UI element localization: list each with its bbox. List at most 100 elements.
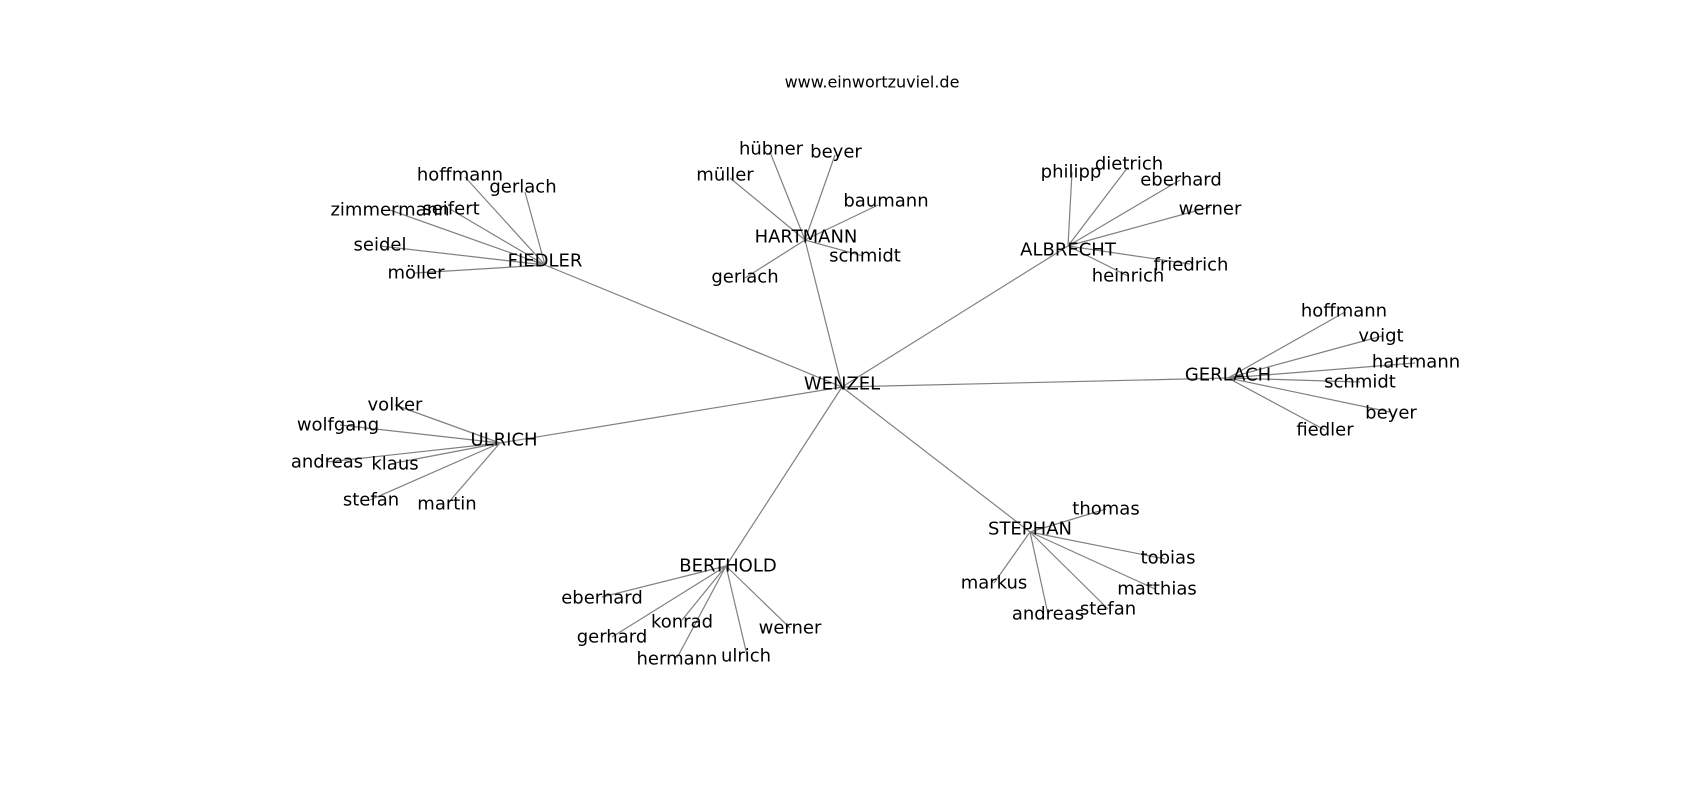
edge-center-gerlach [841, 377, 1229, 388]
edge-stephan-0 [1029, 508, 1107, 533]
edge-ulrich-0 [394, 404, 501, 444]
leaf-node-label-stephan-3: stefan [1080, 599, 1136, 620]
site-title: www.einwortzuviel.de [785, 73, 960, 92]
edge-berthold-2 [681, 565, 727, 621]
leaf-node-label-fiedler-3: seifert [422, 199, 479, 220]
edge-berthold-5 [725, 565, 748, 656]
leaf-node-label-stephan-2: matthias [1117, 579, 1197, 600]
leaf-node-label-fiedler-4: seidel [354, 235, 407, 256]
edge-albrecht-2 [1067, 179, 1181, 247]
leaf-node-label-fiedler-2: zimmermann [330, 200, 449, 221]
hub-node-label-stephan: STEPHAN [988, 519, 1072, 540]
edge-stephan-4 [1029, 531, 1049, 615]
hub-node-label-fiedler: FIEDLER [508, 251, 583, 272]
hub-node-label-berthold: BERTHOLD [679, 556, 777, 577]
edge-stephan-5 [993, 531, 1031, 584]
leaf-node-label-gerlach-1: voigt [1358, 326, 1403, 347]
leaf-node-label-ulrich-2: andreas [291, 452, 363, 473]
edge-fiedler-2 [389, 209, 546, 266]
edge-fiedler-1 [524, 191, 546, 266]
leaf-node-label-albrecht-0: philipp [1041, 162, 1102, 183]
edge-stephan-3 [1029, 531, 1109, 610]
leaf-node-label-ulrich-1: wolfgang [297, 415, 379, 436]
edge-gerlach-1 [1227, 335, 1383, 379]
leaf-node-label-hartmann-2: müller [696, 165, 754, 186]
leaf-node-label-berthold-3: werner [759, 618, 822, 639]
edge-albrecht-3 [1067, 206, 1211, 247]
edge-hartmann-1 [804, 154, 836, 241]
edge-ulrich-2 [326, 442, 501, 463]
hub-node-label-albrecht: ALBRECHT [1020, 240, 1117, 261]
leaf-node-label-hartmann-5: gerlach [711, 267, 778, 288]
edge-gerlach-2 [1227, 362, 1416, 379]
edge-hartmann-2 [729, 177, 806, 241]
leaf-node-label-gerlach-2: hartmann [1372, 352, 1460, 373]
leaf-node-label-gerlach-3: schmidt [1324, 372, 1396, 393]
edge-hartmann-4 [804, 239, 864, 257]
leaf-node-label-albrecht-4: friedrich [1154, 255, 1229, 276]
leaf-node-label-gerlach-4: beyer [1365, 403, 1417, 424]
edge-gerlach-5 [1227, 377, 1326, 431]
leaf-node-label-berthold-0: eberhard [561, 588, 643, 609]
edge-center-berthold [725, 386, 843, 567]
leaf-node-label-berthold-1: gerhard [577, 627, 648, 648]
leaf-node-label-hartmann-0: hübner [739, 139, 804, 160]
edge-fiedler-5 [414, 264, 546, 274]
edge-ulrich-1 [339, 424, 501, 444]
leaf-node-label-albrecht-3: werner [1179, 199, 1242, 220]
edge-fiedler-3 [449, 208, 546, 266]
leaf-node-label-gerlach-5: fiedler [1296, 420, 1354, 441]
edge-center-hartmann [804, 239, 843, 388]
leaf-node-label-berthold-5: ulrich [721, 646, 771, 667]
leaf-node-label-hartmann-1: beyer [810, 142, 862, 163]
leaf-node-label-fiedler-0: hoffmann [417, 165, 503, 186]
graph-nodes: WENZELFIEDLERhoffmanngerlachzimmermannse… [291, 139, 1460, 670]
leaf-node-label-hartmann-3: baumann [843, 191, 928, 212]
leaf-node-label-stephan-4: andreas [1012, 604, 1084, 625]
edge-center-fiedler [544, 264, 843, 388]
leaf-node-label-berthold-4: hermann [637, 649, 718, 670]
edge-albrecht-0 [1067, 171, 1073, 247]
edge-ulrich-4 [369, 442, 501, 501]
leaf-node-label-ulrich-0: volker [368, 395, 424, 416]
leaf-node-label-albrecht-2: eberhard [1140, 170, 1222, 191]
edge-berthold-3 [725, 565, 791, 629]
leaf-node-label-albrecht-5: heinrich [1092, 266, 1165, 287]
edge-hartmann-3 [804, 204, 879, 241]
edge-fiedler-0 [464, 176, 546, 266]
edge-albrecht-4 [1067, 245, 1191, 265]
leaf-node-label-berthold-2: konrad [651, 612, 713, 633]
edge-gerlach-0 [1227, 311, 1346, 379]
edge-center-albrecht [841, 245, 1069, 388]
hub-node-label-ulrich: ULRICH [470, 430, 537, 451]
edge-gerlach-3 [1227, 377, 1361, 383]
leaf-node-label-ulrich-3: klaus [371, 454, 418, 475]
leaf-node-label-ulrich-4: stefan [343, 490, 399, 511]
leaf-node-label-gerlach-0: hoffmann [1301, 301, 1387, 322]
leaf-node-label-fiedler-1: gerlach [489, 177, 556, 198]
leaf-node-label-albrecht-1: dietrich [1095, 154, 1163, 175]
leaf-node-label-ulrich-5: martin [417, 494, 476, 515]
edge-center-ulrich [499, 386, 843, 444]
edge-berthold-4 [676, 565, 727, 659]
edge-stephan-2 [1029, 531, 1156, 590]
edge-stephan-1 [1029, 531, 1166, 560]
leaf-node-label-stephan-1: tobias [1141, 548, 1196, 569]
leaf-node-label-fiedler-5: möller [387, 263, 445, 284]
edge-albrecht-1 [1067, 166, 1129, 247]
graph-edges [326, 151, 1416, 659]
edge-albrecht-5 [1067, 245, 1129, 277]
edge-hartmann-0 [769, 151, 806, 241]
center-node-label: WENZEL [804, 374, 880, 395]
hub-node-label-gerlach: GERLACH [1185, 365, 1271, 386]
edge-ulrich-5 [447, 442, 501, 504]
edge-fiedler-4 [379, 245, 546, 266]
edge-center-stephan [841, 386, 1031, 533]
edge-hartmann-5 [744, 239, 806, 279]
edge-berthold-0 [601, 565, 727, 598]
leaf-node-label-stephan-0: thomas [1072, 499, 1139, 520]
edge-ulrich-3 [394, 442, 501, 464]
hub-node-label-hartmann: HARTMANN [755, 227, 858, 248]
leaf-node-label-stephan-5: markus [961, 573, 1028, 594]
